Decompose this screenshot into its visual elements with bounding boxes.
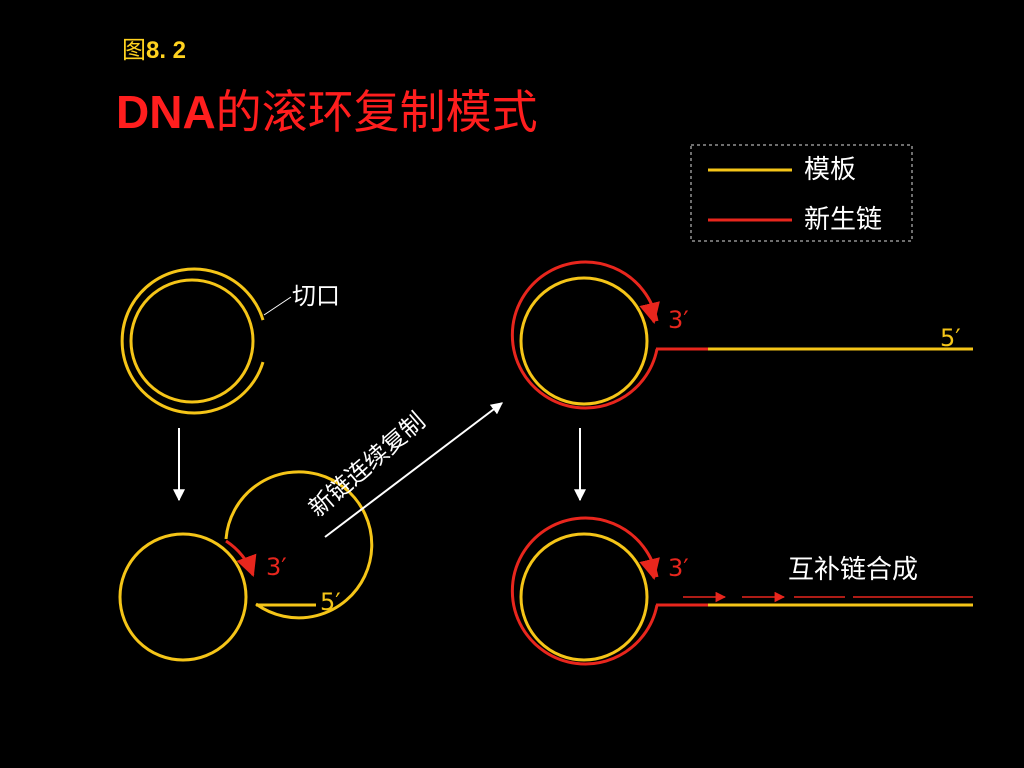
nick-label: 切口 — [292, 282, 340, 310]
new-strand-arc — [225, 539, 257, 577]
legend-box — [690, 144, 913, 242]
inner-template-circle — [519, 532, 649, 662]
figure-prefix: 图 — [122, 37, 146, 64]
outer-nicked-strand — [120, 267, 265, 415]
outer-new-strand — [510, 516, 659, 666]
three-prime-label: 3′ — [266, 553, 287, 581]
five-prime-label: 5′ — [940, 324, 961, 352]
figure-number-value: 8. 2 — [146, 37, 187, 64]
title-dna: DNA — [116, 86, 216, 138]
page-title: DNA的滚环复制模式 — [116, 76, 538, 142]
panel-rolling-circle: 3′ 5′ — [510, 260, 973, 410]
inner-template-circle — [118, 532, 248, 662]
figure-number: 图8. 2 — [122, 30, 186, 65]
five-prime-label: 5′ — [320, 588, 341, 616]
title-rest: 的滚环复制模式 — [215, 85, 538, 139]
new-strand-arrowhead — [639, 301, 660, 325]
outer-template-strand — [224, 470, 374, 620]
legend: 模板 新生链 — [690, 144, 913, 242]
complement-synthesis-label: 互补链合成 — [788, 555, 918, 585]
inner-template-circle — [129, 278, 255, 404]
three-prime-label: 3′ — [668, 306, 689, 334]
legend-template-label: 模板 — [804, 155, 856, 185]
legend-new-strand-label: 新生链 — [804, 205, 882, 235]
new-strand-arrowhead — [639, 557, 660, 581]
inner-template-circle — [519, 276, 649, 406]
panel-complementary-synthesis: 3′ 互补链合成 — [510, 516, 973, 666]
outer-new-strand — [510, 260, 659, 410]
continuous-replication-arrow — [324, 402, 503, 538]
panel-replication-start: 3′ 5′ — [118, 470, 374, 662]
three-prime-label: 3′ — [668, 554, 689, 582]
nick-pointer-line — [263, 296, 292, 316]
panel-nicked-circle: 切口 — [120, 267, 340, 415]
